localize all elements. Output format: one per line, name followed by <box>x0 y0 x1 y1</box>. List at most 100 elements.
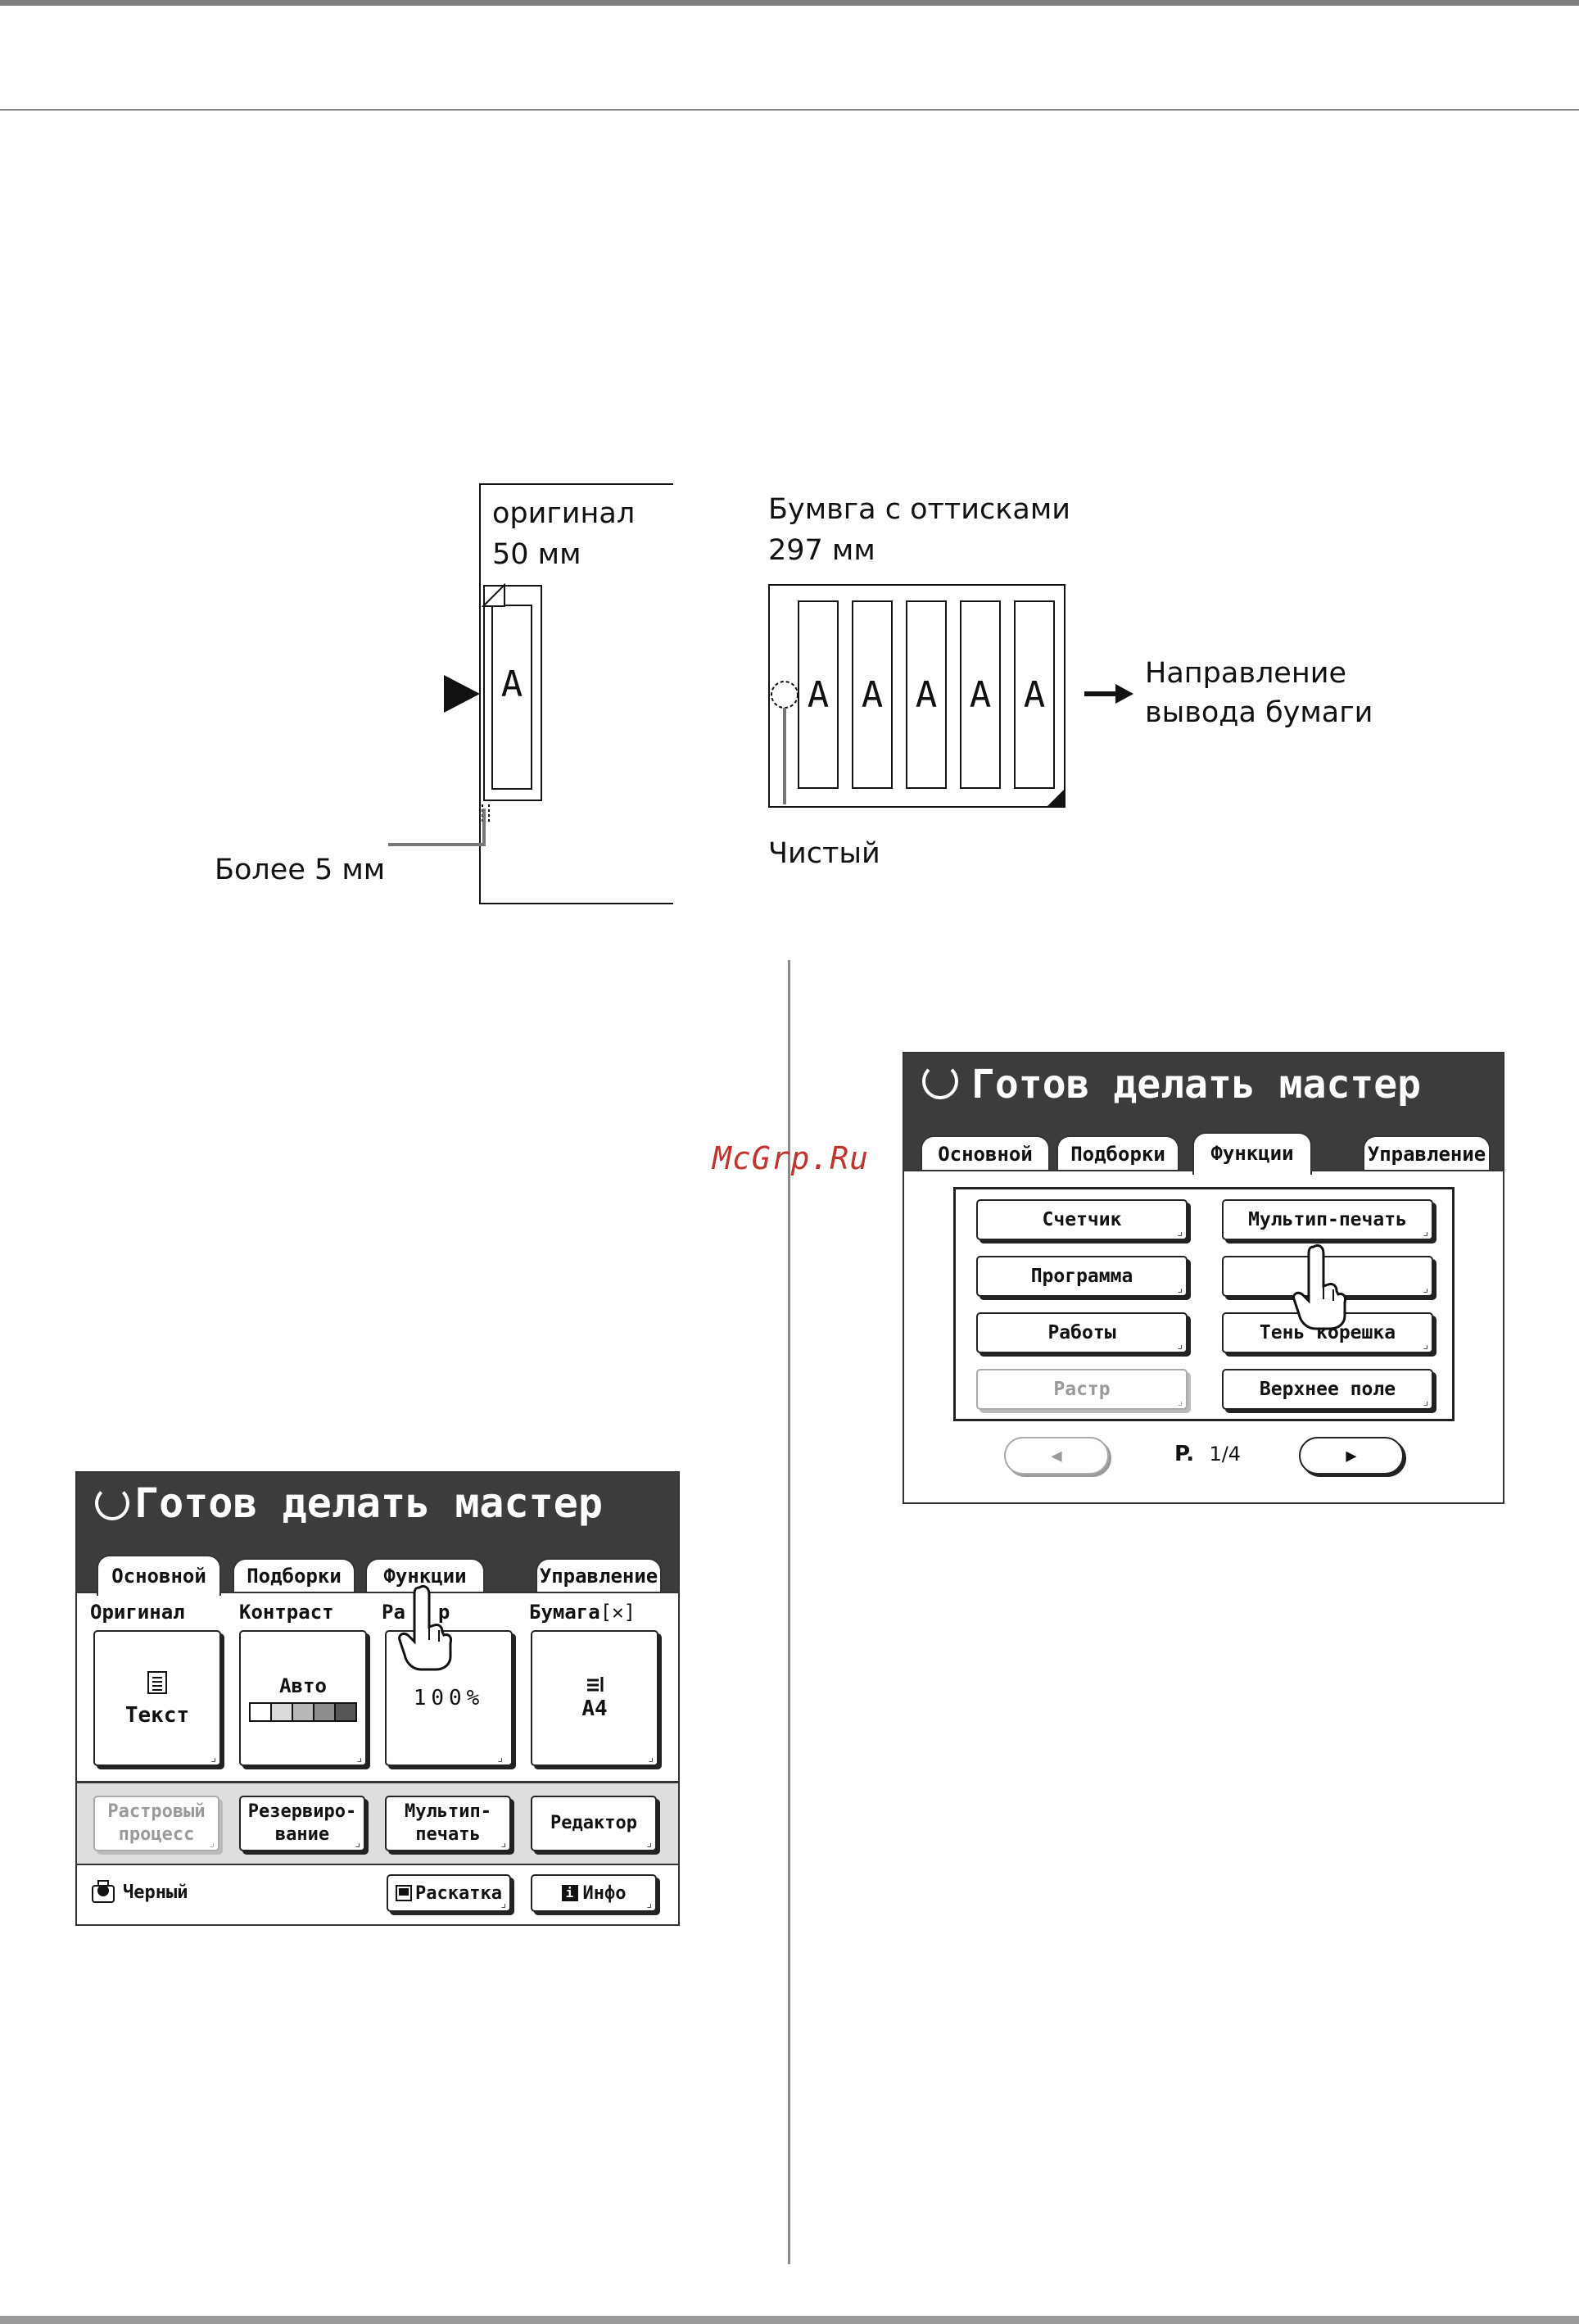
more-label: Более 5 мм <box>215 854 386 886</box>
basic-panel: Готов делать мастер Основной Подборки Фу… <box>75 1471 680 1926</box>
corner-mark-icon: ⌟ <box>1422 1339 1429 1352</box>
corner-mark-icon: ⌟ <box>355 1751 363 1765</box>
raster-value: 100% <box>413 1686 485 1710</box>
function-button[interactable]: Работы ⌟ <box>976 1312 1188 1353</box>
tab-management[interactable]: Управление <box>536 1558 662 1592</box>
page-value: 1/4 <box>1209 1443 1242 1466</box>
contrast-swatch <box>313 1704 334 1720</box>
original-letter: A <box>500 664 523 705</box>
output-strip: A <box>852 600 893 789</box>
ink-drum-icon <box>92 1880 115 1903</box>
label-original: Оригинал <box>90 1601 185 1624</box>
function-button[interactable]: Программа⌟ <box>976 1256 1188 1297</box>
bottom-rule <box>0 2316 1579 2324</box>
panel-title: Готов делать мастер <box>971 1062 1422 1108</box>
output-strip-letter: A <box>861 674 884 716</box>
output-strip-letter: A <box>1023 674 1046 716</box>
row-button-label-line: вание <box>274 1824 330 1845</box>
pointing-hand-icon <box>1292 1244 1346 1330</box>
corner-mark-icon: ⌟ <box>210 1751 217 1765</box>
functions-panel: Готов делать мастер Основной Подборки Фу… <box>903 1052 1504 1504</box>
function-button[interactable]: Растр⌟ <box>976 1369 1188 1410</box>
output-strip-letter: A <box>807 674 830 716</box>
tab-basic[interactable]: Основной <box>921 1135 1050 1171</box>
rolling-label: Раскатка <box>415 1882 502 1904</box>
label-raster-start: Ра <box>382 1601 405 1624</box>
function-button-label: Работы <box>1047 1322 1116 1343</box>
feed-direction-icon <box>444 675 480 713</box>
row-button-label-line: печать <box>415 1824 481 1845</box>
corner-mark-icon: ⌟ <box>1422 1282 1429 1295</box>
next-page-button[interactable]: ▶ <box>1299 1437 1404 1475</box>
status-ring-icon <box>95 1486 129 1520</box>
corner-mark-icon: ⌟ <box>645 1897 653 1910</box>
row-button-label-line: процесс <box>118 1824 195 1845</box>
arrow-right-icon: ▶ <box>1346 1445 1357 1466</box>
corner-mark-icon: ⌟ <box>1422 1225 1429 1239</box>
folded-corner-icon <box>482 583 505 607</box>
tab-selections[interactable]: Подборки <box>233 1558 355 1592</box>
function-button-label: Мультип-печать <box>1248 1209 1407 1230</box>
row-button-label-line: Редактор <box>550 1813 637 1833</box>
blank-area-marker <box>771 681 799 709</box>
function-button[interactable]: Верхнее поле⌟ <box>1222 1369 1433 1410</box>
contrast-scale <box>249 1702 357 1722</box>
tab-selections[interactable]: Подборки <box>1056 1135 1179 1171</box>
tab-functions[interactable]: Функции <box>365 1558 485 1592</box>
corner-mark-icon: ⌟ <box>1176 1225 1183 1239</box>
row-function-button[interactable]: Мультип-печать⌟ <box>385 1796 511 1851</box>
corner-mark-icon: ⌟ <box>647 1751 654 1765</box>
original-strip <box>483 585 542 801</box>
function-button[interactable]: Тень корешка⌟ <box>1222 1312 1433 1353</box>
original-type-value: Текст <box>124 1703 190 1728</box>
column-divider <box>788 960 790 2264</box>
output-strip: A <box>960 600 1001 789</box>
row-function-button[interactable]: Редактор ⌟ <box>531 1796 657 1851</box>
screen-icon <box>396 1885 413 1901</box>
contrast-button[interactable]: Авто ⌟ <box>239 1630 367 1766</box>
original-inner <box>491 605 532 790</box>
label-paper: Бумага[✕] <box>529 1601 636 1624</box>
tab-functions[interactable]: Функции <box>1192 1132 1312 1175</box>
rolling-button[interactable]: Раскатка ⌟ <box>387 1874 511 1912</box>
corner-mark-icon: ⌟ <box>645 1837 653 1850</box>
corner-mark-icon: ⌟ <box>1176 1339 1183 1352</box>
row-button-label-line: Мультип- <box>405 1801 491 1822</box>
function-button[interactable]: Мультип-печать ⌟ <box>1222 1199 1433 1240</box>
row-button-label-line: Резервиро- <box>247 1801 357 1822</box>
output-strip-letter: A <box>969 674 992 716</box>
functions-grid-frame <box>953 1187 1455 1421</box>
row-function-button[interactable]: Резервиро-вание⌟ <box>239 1796 365 1851</box>
tabs-baseline <box>77 1592 678 1593</box>
contrast-swatch <box>270 1704 292 1720</box>
function-button-label: Растр <box>1053 1379 1111 1400</box>
arrow-right-icon <box>1084 684 1133 704</box>
direction-label-line1: Направление <box>1145 657 1347 690</box>
function-button[interactable]: Счетчик⌟ <box>976 1199 1188 1240</box>
info-button[interactable]: i Инфо ⌟ <box>531 1874 657 1912</box>
contrast-swatch <box>292 1704 313 1720</box>
arrow-left-icon: ◀ <box>1051 1445 1062 1466</box>
corner-mark-icon: ⌟ <box>208 1837 215 1850</box>
paper-stack-icon <box>587 1677 604 1692</box>
corner-mark-icon: ⌟ <box>496 1751 509 1765</box>
page-indicator: P. 1/4 <box>1174 1442 1241 1466</box>
prev-page-button[interactable]: ◀ <box>1004 1437 1109 1475</box>
contrast-value: Авто <box>279 1674 327 1697</box>
original-type-button[interactable]: Текст ⌟ <box>93 1630 221 1766</box>
paper-button[interactable]: A4 ⌟ <box>531 1630 658 1766</box>
info-icon: i <box>561 1885 578 1901</box>
info-label: Инфо <box>582 1882 627 1904</box>
top-rule <box>0 0 1579 6</box>
paper-label: Бумвга с оттисками <box>768 493 1071 526</box>
blank-leader-line <box>783 708 786 804</box>
ink-indicator: Черный <box>90 1879 188 1905</box>
tab-basic[interactable]: Основной <box>97 1555 221 1596</box>
contrast-swatch <box>251 1704 270 1720</box>
paper-size: 297 мм <box>768 534 875 567</box>
page-prefix: P. <box>1174 1442 1195 1466</box>
function-button-label: Программа <box>1030 1266 1133 1287</box>
tab-management[interactable]: Управление <box>1363 1135 1491 1171</box>
